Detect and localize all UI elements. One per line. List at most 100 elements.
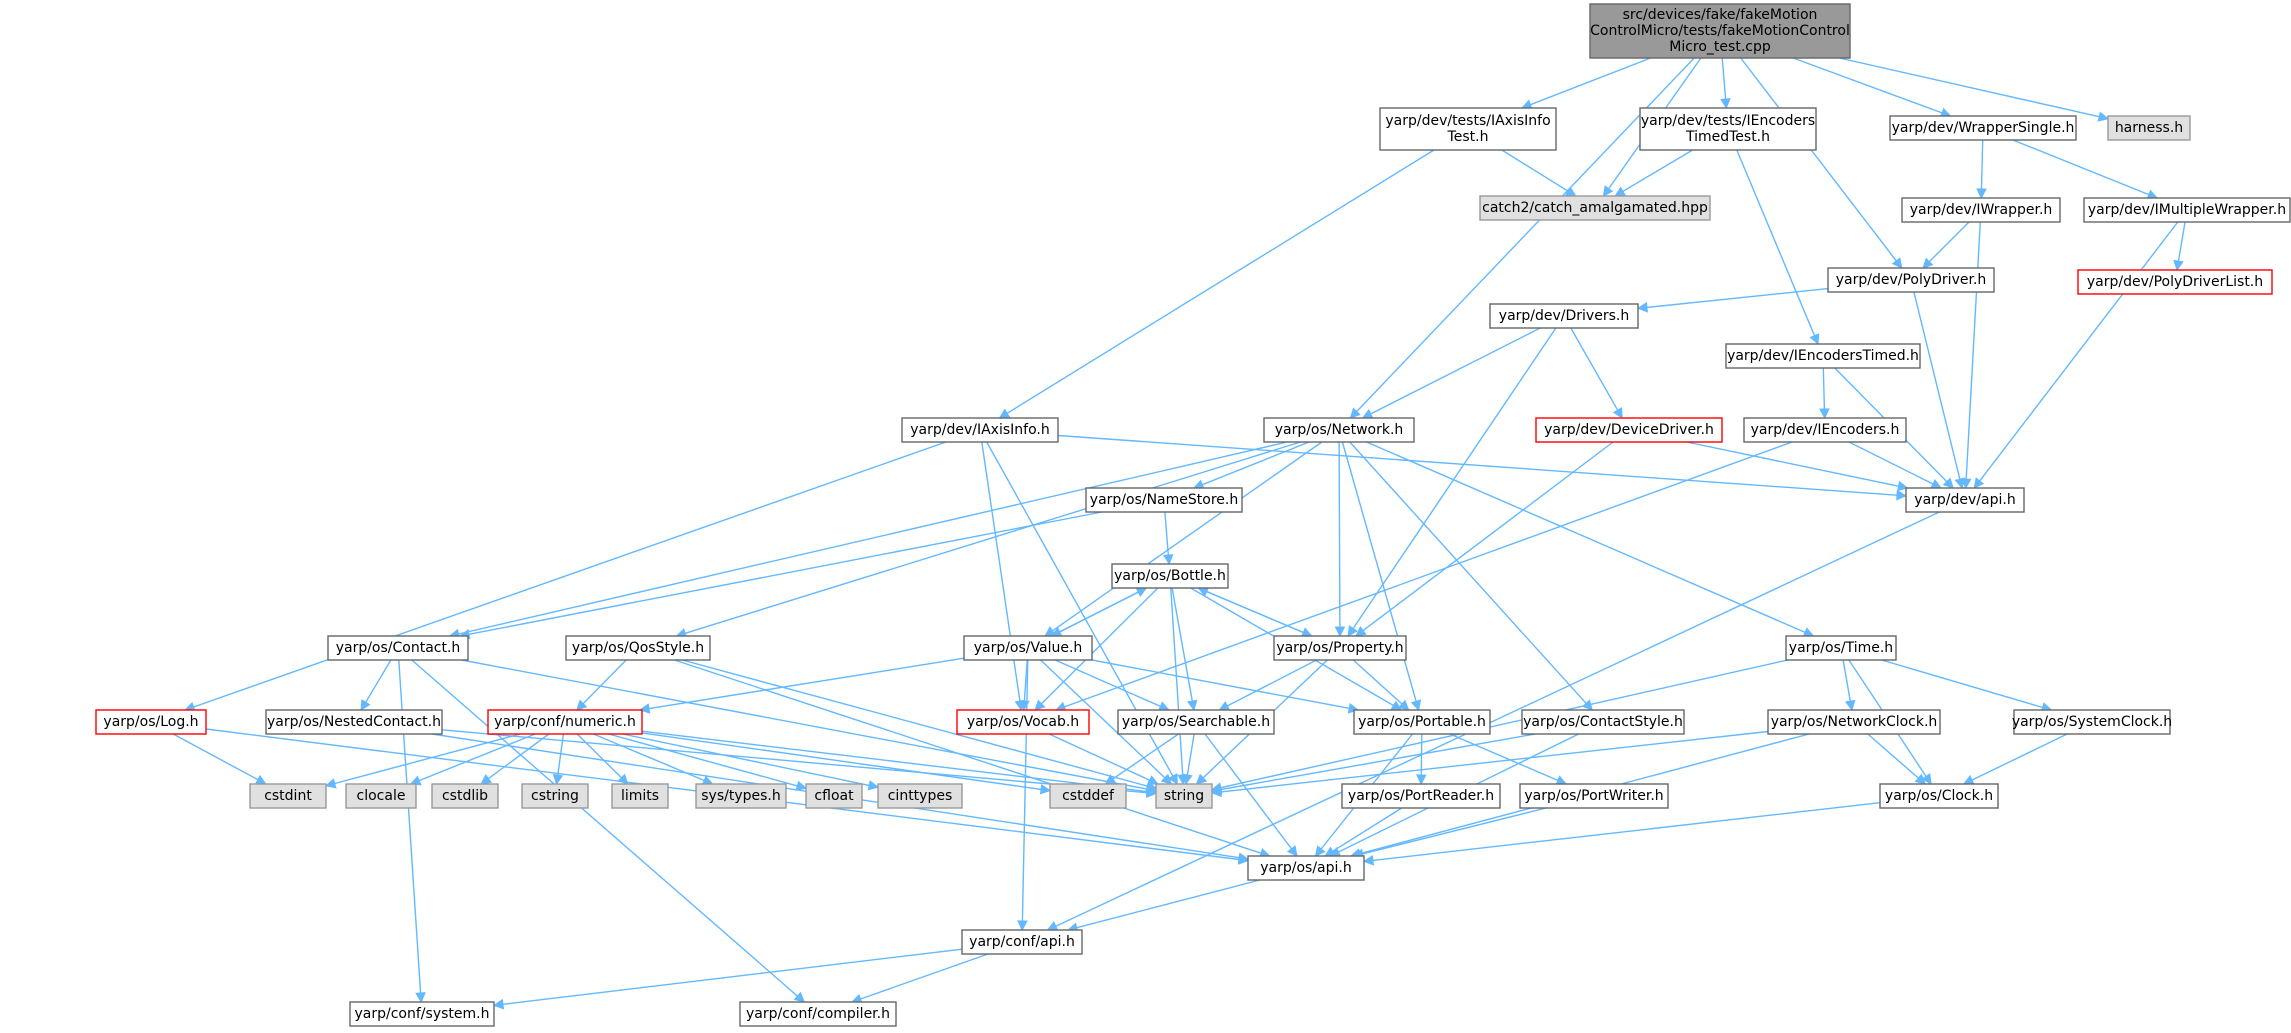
edge-line [1048, 733, 1150, 781]
node-label: yarp/os/Searchable.h [1122, 714, 1270, 730]
include-edge [492, 948, 963, 1010]
node-time[interactable]: yarp/os/Time.h [1785, 635, 1897, 661]
edge-arrowhead [1845, 699, 1856, 712]
node-compiler[interactable]: yarp/conf/compiler.h [739, 1001, 897, 1027]
node-devicedriver[interactable]: yarp/dev/DeviceDriver.h [1535, 417, 1723, 443]
node-label: sys/types.h [701, 788, 780, 804]
edge-arrowhead [1612, 407, 1623, 419]
node-vocab[interactable]: yarp/os/Vocab.h [956, 709, 1090, 735]
node-label: yarp/os/ContactStyle.h [1523, 714, 1683, 730]
node-catch2: catch2/catch_amalgamated.hpp [1479, 195, 1711, 221]
node-polydriverlist[interactable]: yarp/dev/PolyDriverList.h [2077, 269, 2273, 295]
node-cstddef: cstddef [1049, 783, 1127, 809]
node-label: yarp/os/Vocab.h [967, 714, 1079, 730]
node-portable[interactable]: yarp/os/Portable.h [1353, 709, 1491, 735]
edge-arrowhead [1157, 701, 1170, 712]
edge-arrowhead [1942, 477, 1954, 489]
node-searchable[interactable]: yarp/os/Searchable.h [1117, 709, 1275, 735]
edge-line [1646, 287, 1829, 309]
node-qosstyle[interactable]: yarp/os/QosStyle.h [565, 635, 711, 661]
edge-line [1220, 659, 1788, 789]
node-box [1273, 635, 1407, 661]
edge-arrowhead [1017, 920, 1028, 932]
node-box [1901, 197, 2061, 223]
node-iencoderstimed[interactable]: yarp/dev/IEncodersTimed.h [1725, 343, 1921, 369]
edge-line [1164, 511, 1169, 556]
edge-line [593, 733, 705, 782]
include-edge [1881, 659, 2053, 713]
edge-line [641, 730, 1148, 793]
node-systypes: sys/types.h [695, 783, 787, 809]
node-contact[interactable]: yarp/os/Contact.h [327, 635, 469, 661]
edge-line [981, 441, 1021, 702]
node-box [1743, 417, 1907, 443]
node-label: yarp/dev/tests/IAxisInfo [1385, 113, 1550, 129]
node-clock[interactable]: yarp/os/Clock.h [1879, 783, 1999, 809]
edge-line [1822, 367, 1826, 410]
node-iwrapper[interactable]: yarp/dev/IWrapper.h [1901, 197, 2061, 223]
node-system[interactable]: yarp/conf/system.h [349, 1001, 495, 1027]
edge-line [411, 659, 798, 997]
include-edge [1819, 367, 1830, 420]
node-systemclock[interactable]: yarp/os/SystemClock.h [2012, 709, 2172, 735]
node-imultiplewrapper[interactable]: yarp/dev/IMultipleWrapper.h [2083, 197, 2291, 223]
edge-line [608, 733, 798, 787]
node-box [1085, 487, 1243, 513]
node-contactstyle[interactable]: yarp/os/ContactStyle.h [1521, 709, 1685, 735]
node-label: ControlMicro/tests/fakeMotionControl [1590, 23, 1850, 39]
node-box [1827, 267, 1995, 293]
node-drivers[interactable]: yarp/dev/Drivers.h [1489, 303, 1639, 329]
node-namestore[interactable]: yarp/os/NameStore.h [1085, 487, 1243, 513]
edge-arrowhead [1973, 477, 1985, 489]
edge-line [1220, 730, 1769, 793]
include-edge [1973, 221, 2179, 489]
edge-line [1356, 57, 1695, 412]
node-value[interactable]: yarp/os/Value.h [963, 635, 1093, 661]
edge-line [458, 441, 1288, 635]
include-edge [1341, 441, 1422, 712]
include-edge [1366, 441, 1815, 638]
node-bottle[interactable]: yarp/os/Bottle.h [1111, 563, 1229, 589]
edge-arrowhead [1355, 626, 1367, 637]
node-label: yarp/dev/tests/IEncoders [1641, 113, 1815, 129]
node-box [1785, 635, 1897, 661]
node-portwriter[interactable]: yarp/os/PortWriter.h [1519, 783, 1669, 809]
node-confapi[interactable]: yarp/conf/api.h [961, 929, 1083, 955]
node-label: yarp/dev/DeviceDriver.h [1544, 422, 1714, 438]
node-iencoders[interactable]: yarp/dev/IEncoders.h [1743, 417, 1907, 443]
node-devapi[interactable]: yarp/dev/api.h [1905, 487, 2025, 513]
edge-arrowhead [1362, 855, 1375, 866]
edge-line [557, 733, 565, 776]
node-wrappersingle[interactable]: yarp/dev/WrapperSingle.h [1889, 115, 2077, 141]
node-root[interactable]: src/devices/fake/fakeMotionControlMicro/… [1589, 3, 1851, 59]
edge-arrowhead [1160, 773, 1173, 785]
node-portreader[interactable]: yarp/os/PortReader.h [1341, 783, 1501, 809]
edge-arrowhead [1104, 774, 1117, 785]
node-label: yarp/os/Bottle.h [1114, 568, 1226, 584]
node-label: yarp/dev/IEncodersTimed.h [1727, 348, 1919, 364]
edge-arrowhead [1720, 98, 1731, 110]
include-edge [172, 733, 267, 785]
edge-arrowhead [1334, 626, 1346, 638]
node-osapi[interactable]: yarp/os/api.h [1247, 855, 1365, 881]
node-log[interactable]: yarp/os/Log.h [95, 709, 207, 735]
include-edge [1449, 733, 1568, 786]
node-networkclock[interactable]: yarp/os/NetworkClock.h [1767, 709, 1941, 735]
node-polydriver[interactable]: yarp/dev/PolyDriver.h [1827, 267, 1995, 293]
edge-arrowhead [2097, 111, 2110, 122]
node-property[interactable]: yarp/os/Property.h [1273, 635, 1407, 661]
include-edge [576, 659, 627, 711]
edge-arrowhead [576, 699, 588, 711]
node-iaxisinfo[interactable]: yarp/dev/IAxisInfo.h [901, 417, 1059, 443]
node-label: yarp/os/QosStyle.h [572, 640, 704, 656]
node-box [431, 783, 499, 809]
node-label: catch2/catch_amalgamated.hpp [1482, 200, 1708, 216]
node-nestedcontact[interactable]: yarp/os/NestedContact.h [265, 709, 443, 735]
node-network[interactable]: yarp/os/Network.h [1263, 417, 1415, 443]
include-edge [1170, 587, 1188, 786]
node-numeric[interactable]: yarp/conf/numeric.h [487, 709, 643, 735]
edge-line [576, 733, 622, 779]
